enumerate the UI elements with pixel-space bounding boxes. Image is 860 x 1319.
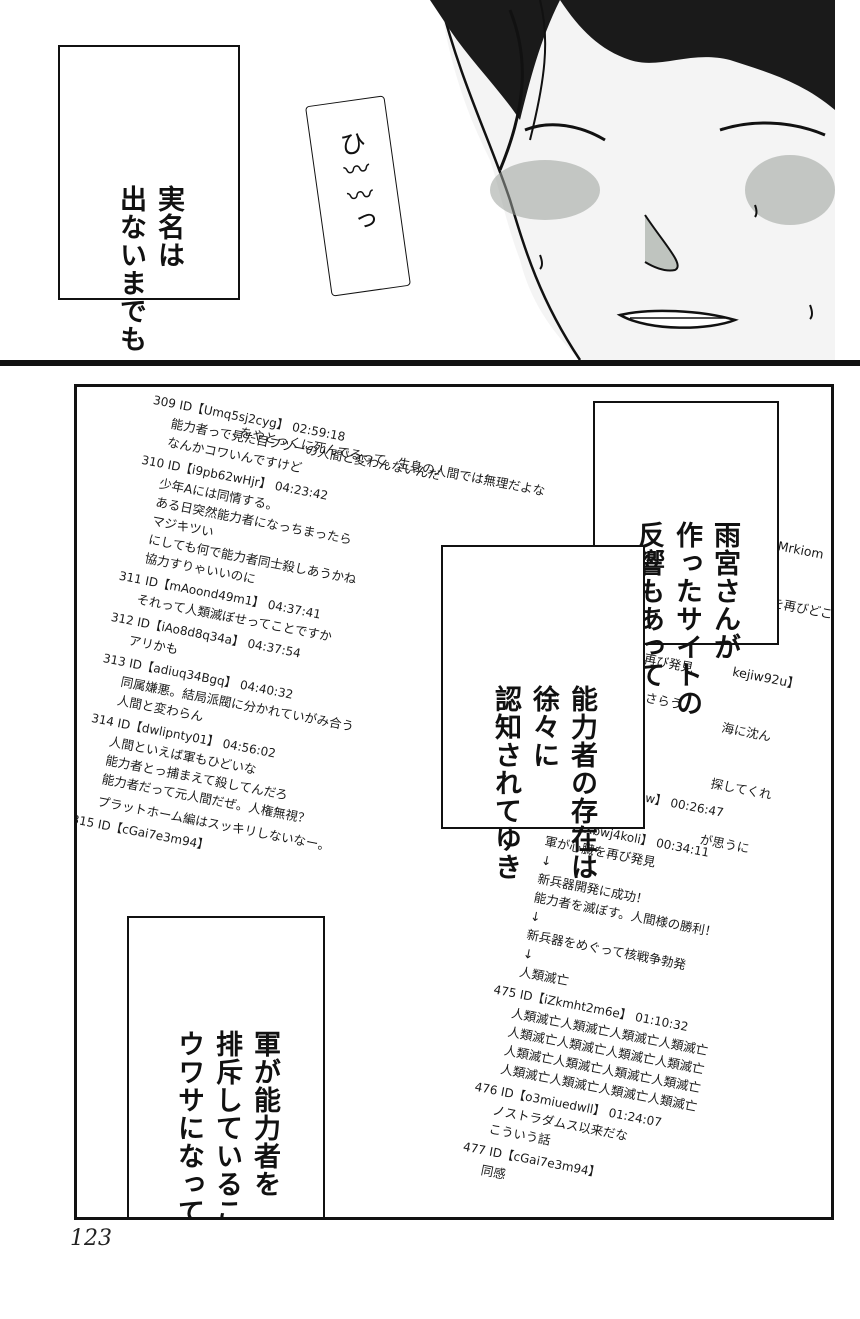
caption-1-line-2: 作ったサイトの	[671, 521, 702, 717]
caption-top: 実名は 出ないまでも	[58, 45, 240, 353]
character-face-illustration	[430, 0, 835, 360]
edge-fragment: 探してくれ	[709, 775, 774, 803]
caption-3-line-3: ウワサになっている	[173, 1030, 204, 1220]
caption-2-line-3: 認知されてゆき	[490, 685, 521, 881]
edge-fragment: が思うに	[698, 831, 751, 856]
caption-top-line-1: 実名は	[153, 184, 184, 269]
top-panel: ひ〰〰っ 実名は 出ないまでも	[0, 0, 860, 366]
bottom-panel: …をやとっくに死んでるって。生身の人間では無理だよな 309 ID【Umq5sj…	[74, 384, 834, 1220]
caption-2-text: 能力者の存在は 徐々に 認知されてゆき	[448, 493, 638, 881]
caption-2-line-2: 徐々に	[528, 685, 559, 769]
caption-3-text: 軍が能力者を 排斥していることさえ ウワサになっている	[131, 838, 321, 1220]
caption-1-line-1: 雨宮さんが	[709, 521, 740, 661]
caption-top-text: 実名は 出ないまでも	[73, 0, 225, 353]
caption-top-line-2: 出ないまでも	[115, 184, 146, 353]
page-number: 123	[70, 1226, 112, 1251]
caption-2: 能力者の存在は 徐々に 認知されてゆき	[441, 545, 645, 881]
caption-3-line-2: 排斥していることさえ	[211, 1030, 242, 1220]
caption-2-line-1: 能力者の存在は	[566, 685, 597, 881]
caption-3: 軍が能力者を 排斥していることさえ ウワサになっている	[127, 916, 325, 1217]
panel-divider	[0, 360, 860, 366]
caption-3-line-1: 軍が能力者を	[249, 1030, 280, 1198]
edge-fragment: 海に沈ん	[720, 719, 773, 745]
